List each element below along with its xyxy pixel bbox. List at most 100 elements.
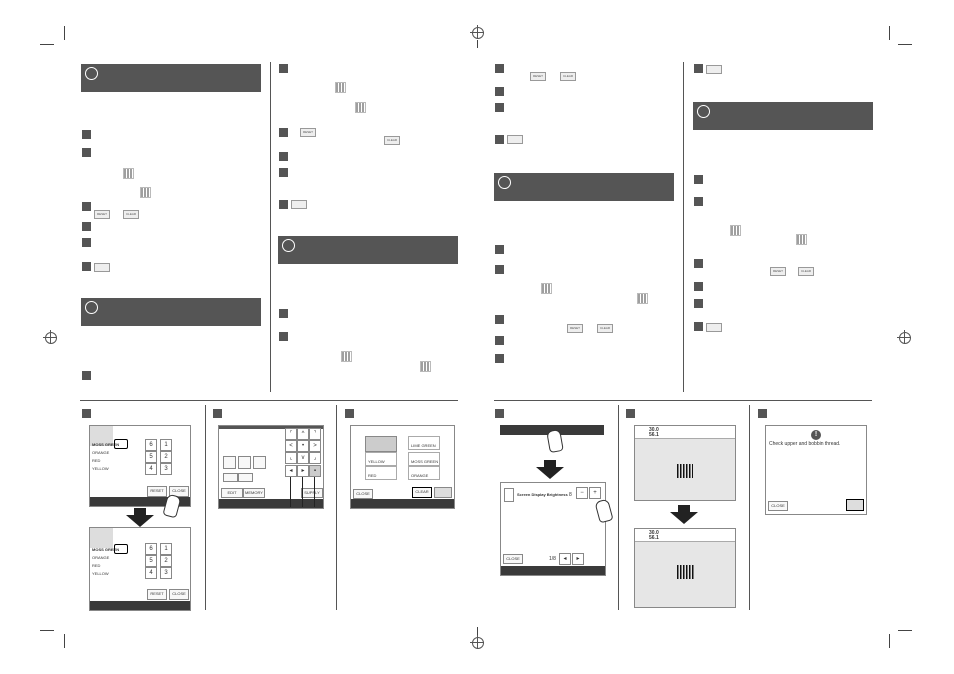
- arrow-key[interactable]: v: [297, 452, 309, 464]
- thread-row[interactable]: MOSS GREEN: [92, 442, 120, 447]
- edit-button[interactable]: EDIT: [221, 488, 243, 498]
- clear-button[interactable]: CLEAR: [123, 210, 139, 219]
- section-header: [81, 64, 261, 92]
- move-key[interactable]: ◂: [285, 465, 297, 477]
- density-button[interactable]: [223, 473, 238, 482]
- back-button[interactable]: [291, 200, 307, 209]
- arrow-key[interactable]: ⌜: [285, 428, 297, 440]
- arrow-key[interactable]: ^: [297, 428, 309, 440]
- number-key[interactable]: 5: [145, 555, 157, 567]
- arrow-key[interactable]: ⌞: [285, 452, 297, 464]
- section-header: [278, 236, 458, 264]
- reset-button[interactable]: RESET: [147, 589, 167, 600]
- number-key[interactable]: 5: [145, 451, 157, 463]
- number-key[interactable]: 3: [160, 463, 172, 475]
- row-divider: [80, 400, 458, 401]
- edit-screen: ⌜ ^ ⌝ < • > ⌞ v ⌟ ◂ ▸ ▪ EDIT MEMORY SUPP…: [218, 425, 324, 509]
- section-number-icon: [85, 301, 98, 314]
- step-marker: [82, 148, 91, 157]
- page-next-button[interactable]: ▸: [572, 553, 584, 565]
- clear-button[interactable]: CLEAR: [412, 487, 432, 498]
- number-key[interactable]: 4: [145, 463, 157, 475]
- crop-mark: [64, 26, 65, 40]
- number-key[interactable]: 2: [160, 555, 172, 567]
- move-key[interactable]: ▪: [309, 465, 321, 477]
- thread-row[interactable]: YELLOW: [92, 571, 109, 576]
- reset-button[interactable]: RESET: [530, 72, 546, 81]
- back-button[interactable]: [507, 135, 523, 144]
- close-button[interactable]: CLOSE: [169, 589, 189, 600]
- mirror-button[interactable]: [253, 456, 266, 469]
- status-bar: [351, 499, 454, 508]
- page-prev-button[interactable]: ◂: [559, 553, 571, 565]
- reset-button[interactable]: RESET: [567, 324, 583, 333]
- move-key[interactable]: ▸: [297, 465, 309, 477]
- number-key[interactable]: 6: [145, 543, 157, 555]
- clear-button[interactable]: CLEAR: [384, 136, 400, 145]
- section-number-icon: [697, 105, 710, 118]
- step-marker: [82, 238, 91, 247]
- number-key[interactable]: 6: [145, 439, 157, 451]
- back-button[interactable]: [706, 323, 722, 332]
- size-button[interactable]: [223, 456, 236, 469]
- arrow-key[interactable]: ⌟: [309, 452, 321, 464]
- color-cell[interactable]: RED: [365, 466, 397, 480]
- density-button[interactable]: [238, 473, 253, 482]
- reset-button[interactable]: RESET: [770, 267, 786, 276]
- number-key[interactable]: 4: [145, 567, 157, 579]
- color-cell[interactable]: YELLOW: [365, 452, 397, 466]
- memory-button[interactable]: MEMORY: [243, 488, 265, 498]
- arrow-key[interactable]: <: [285, 440, 297, 452]
- back-button[interactable]: [706, 65, 722, 74]
- clear-button[interactable]: CLEAR: [798, 267, 814, 276]
- figure-marker: [495, 409, 504, 418]
- thread-row[interactable]: ORANGE: [92, 555, 110, 560]
- thread-row[interactable]: YELLOW: [92, 466, 109, 471]
- step-marker: [495, 354, 504, 363]
- number-key[interactable]: 3: [160, 567, 172, 579]
- color-cell[interactable]: [365, 436, 397, 452]
- warning-icon: !: [811, 430, 821, 440]
- ok-button[interactable]: [846, 499, 864, 511]
- color-cell[interactable]: MOSS GREEN: [408, 452, 440, 466]
- thread-row[interactable]: RED: [92, 458, 101, 463]
- step-marker: [82, 222, 91, 231]
- thread-row[interactable]: RED: [92, 563, 101, 568]
- close-button[interactable]: CLOSE: [353, 489, 373, 499]
- step-marker: [279, 200, 288, 209]
- reset-button[interactable]: RESET: [300, 128, 316, 137]
- ok-button[interactable]: [434, 487, 452, 498]
- supply-button[interactable]: SUPPLY: [301, 488, 323, 498]
- rotate-button[interactable]: [238, 456, 251, 469]
- thread-row[interactable]: ORANGE: [92, 450, 110, 455]
- color-sort-screen: LIME GREEN YELLOW MOSS GREEN RED ORANGE …: [350, 425, 455, 509]
- number-key[interactable]: 1: [160, 543, 172, 555]
- color-cell[interactable]: LIME GREEN: [408, 436, 440, 450]
- status-bar: [90, 497, 190, 506]
- setting-label: Screen Display Brightness: [517, 492, 568, 497]
- arrow-key[interactable]: ⌝: [309, 428, 321, 440]
- display-icon: [504, 488, 514, 502]
- sewing-screen-after: 30.0 56.1: [634, 528, 736, 608]
- color-cell[interactable]: ORANGE: [408, 466, 440, 480]
- grid-icon: [341, 351, 352, 362]
- back-button[interactable]: [94, 263, 110, 272]
- error-screen: ! Check upper and bobbin thread. CLOSE: [765, 425, 867, 515]
- increase-button[interactable]: +: [589, 487, 601, 499]
- close-button[interactable]: CLOSE: [768, 501, 788, 511]
- step-marker: [82, 371, 91, 380]
- center-key[interactable]: •: [297, 440, 309, 452]
- decrease-button[interactable]: −: [576, 487, 588, 499]
- reset-button[interactable]: RESET: [147, 486, 167, 497]
- crop-mark: [898, 44, 912, 45]
- number-key[interactable]: 1: [160, 439, 172, 451]
- clear-button[interactable]: CLEAR: [560, 72, 576, 81]
- close-button[interactable]: CLOSE: [169, 486, 189, 497]
- clear-button[interactable]: CLEAR: [597, 324, 613, 333]
- reset-button[interactable]: RESET: [94, 210, 110, 219]
- thread-row[interactable]: MOSS GREEN: [92, 547, 120, 552]
- number-key[interactable]: 2: [160, 451, 172, 463]
- close-button[interactable]: CLOSE: [503, 554, 523, 564]
- arrow-key[interactable]: >: [309, 440, 321, 452]
- figure-marker: [626, 409, 635, 418]
